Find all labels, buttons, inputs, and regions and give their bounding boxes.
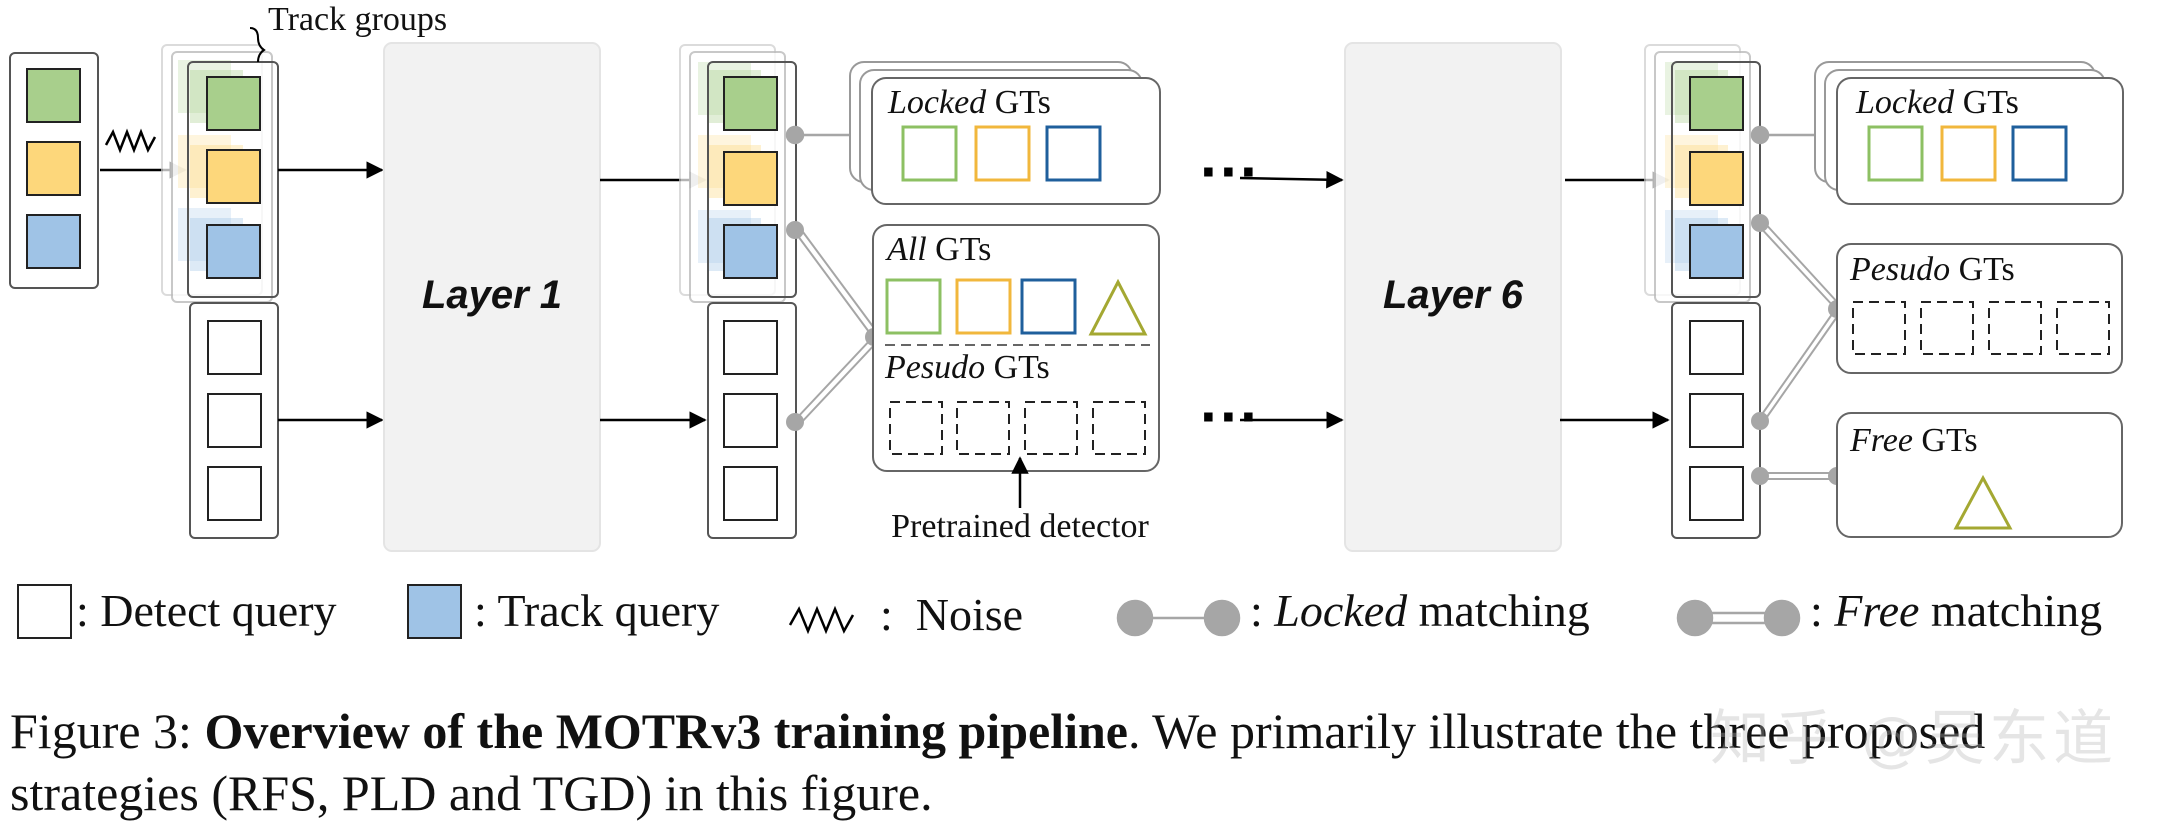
layer-1-block <box>383 42 601 552</box>
legend-locked-matching-label: : Locked matching <box>1250 585 1590 636</box>
track-groups-brace <box>249 27 266 63</box>
caption-prefix: Figure 3: <box>10 703 205 759</box>
svg-text:Pesudo GTs: Pesudo GTs <box>1849 251 2015 288</box>
pretrained-detector-label: Pretrained detector <box>891 508 1149 545</box>
ellipsis-top: ··· <box>1200 138 1260 205</box>
legend-detect-query-swatch <box>17 584 72 639</box>
svg-text:All GTs: All GTs <box>885 231 991 268</box>
detect-queries-column-2 <box>707 302 797 539</box>
track-group-stack-2 <box>679 44 797 303</box>
legend-free-matching-label: : Free matching <box>1810 585 2102 636</box>
layer-6-block <box>1344 42 1562 552</box>
legend-locked-matching-icon <box>1116 599 1241 637</box>
detect-queries-column-1 <box>189 302 279 539</box>
layer-6-label: Layer 6 <box>1383 273 1524 317</box>
noise-zigzag-icon <box>104 128 157 154</box>
input-query-green <box>26 68 81 123</box>
pesudo-gts-box-2: Pesudo GTs <box>1836 243 2123 374</box>
svg-text:Free GTs: Free GTs <box>1849 422 1978 459</box>
detect-queries-column-3 <box>1671 302 1761 539</box>
svg-text:Locked GTs: Locked GTs <box>887 84 1051 121</box>
watermark: 知乎 @吴东道 <box>1710 704 2118 774</box>
ellipsis-bottom: ··· <box>1200 383 1260 450</box>
free-connectors-6 <box>1751 214 1846 485</box>
legend: : Detect query : Track query : Noise : L… <box>17 584 2102 640</box>
locked-gts-box-2: Locked GTs <box>1814 61 2124 205</box>
legend-noise-label: : Noise <box>880 589 1023 640</box>
locked-gts-box-1: Locked GTs <box>849 61 1161 205</box>
legend-free-matching-icon <box>1676 599 1801 637</box>
free-connectors-1 <box>786 221 883 431</box>
track-group-stack-3 <box>1644 44 1761 303</box>
free-gts-box: Free GTs <box>1836 412 2123 538</box>
layer-1-label: Layer 1 <box>422 273 562 317</box>
input-track-queries <box>9 52 99 289</box>
figure-caption: Figure 3: Overview of the MOTRv3 trainin… <box>10 700 2160 824</box>
input-query-yellow <box>26 141 81 196</box>
input-query-blue <box>26 214 81 269</box>
legend-detect-query-label: : Detect query <box>76 585 337 636</box>
legend-track-query-swatch <box>407 584 462 639</box>
track-groups-label: Track groups <box>268 1 447 38</box>
svg-text:Locked GTs: Locked GTs <box>1855 84 2019 121</box>
all-gts-box: All GTs Pesudo GTs <box>872 224 1160 472</box>
track-group-stack <box>161 44 279 303</box>
svg-text:Pesudo GTs: Pesudo GTs <box>884 349 1050 386</box>
legend-noise-icon <box>788 605 855 635</box>
legend-track-query-label: : Track query <box>474 585 719 636</box>
caption-rest: . We primarily illustrate the three prop… <box>10 703 1986 821</box>
caption-bold-title: Overview of the MOTRv3 training pipeline <box>204 703 1128 759</box>
